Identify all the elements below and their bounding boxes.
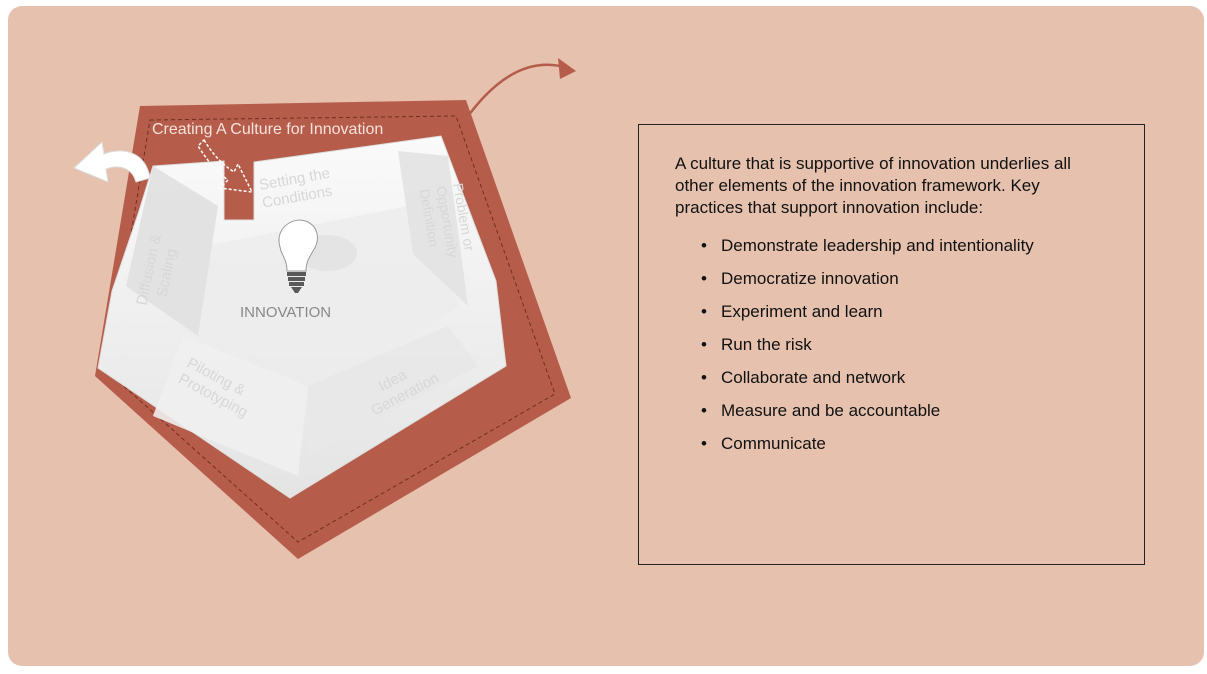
inner-wall-left <box>126 166 218 336</box>
exit-curved-arrow-icon <box>461 63 569 124</box>
diagram-card: Creating A Culture for Innovation INNOVA… <box>8 6 1204 666</box>
outer-culture-label: Creating A Culture for Innovation <box>152 121 383 138</box>
center-innovation-label: INNOVATION <box>240 304 331 321</box>
list-item: Collaborate and network <box>699 367 1124 389</box>
list-item: Measure and be accountable <box>699 400 1124 422</box>
inner-wall-bottom-right <box>308 326 478 456</box>
inner-wall-right <box>398 151 468 306</box>
inner-floor <box>180 206 460 398</box>
intro-text: A culture that is supportive of innovati… <box>675 154 1071 217</box>
list-item: Experiment and learn <box>699 301 1124 323</box>
culture-practices-box: A culture that is supportive of innovati… <box>638 124 1145 565</box>
list-item: Communicate <box>699 433 1124 455</box>
white-curved-arrow-icon <box>73 141 151 183</box>
inner-wall-bottom <box>153 336 308 476</box>
practices-list: Demonstrate leadership and intentionalit… <box>675 235 1124 455</box>
list-item: Run the risk <box>699 334 1124 356</box>
stage-setting-conditions: Setting the Conditions <box>258 165 334 212</box>
lightbulb-icon <box>278 219 357 293</box>
dashed-down-arrow-icon <box>197 138 254 193</box>
list-item: Demonstrate leadership and intentionalit… <box>699 235 1124 257</box>
exit-arrow-head <box>558 58 576 79</box>
innovation-framework-diagram: Creating A Culture for Innovation INNOVA… <box>73 58 576 559</box>
dashed-border <box>107 115 556 543</box>
list-item: Democratize innovation <box>699 268 1124 290</box>
